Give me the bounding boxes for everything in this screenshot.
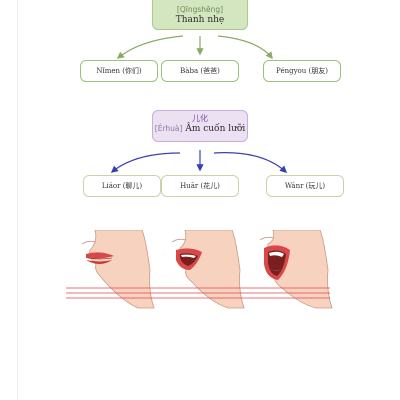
page-margin-line [17,0,18,400]
example-pengyou: Péngyou (朋友) [263,60,341,82]
erhua-pinyin: [Érhuà] [154,124,183,133]
example-huar: Huār (花儿) [161,175,239,197]
example-baba: Bàba (爸爸) [161,60,239,82]
example-wanr: Wánr (玩儿) [266,175,344,197]
mouth-closed-illustration [81,230,155,309]
arrow-to-liaor [110,152,181,173]
arrow-to-wanr [213,152,288,173]
neutral-tone-box: [Qīngshēng] Thanh nhẹ [152,0,248,30]
erhua-label-line: [Érhuà] Âm cuốn lưỡi [153,124,247,134]
neutral-tone-vietnamese: Thanh nhẹ [175,15,225,25]
neutral-tone-pinyin: [Qīngshēng] [176,5,224,14]
arrow-to-pengyou [217,35,273,60]
erhua-hanzi: 儿化 [192,114,208,123]
arrow-to-nimen [116,35,184,59]
guide-lines [66,287,330,299]
mouth-half-open-illustration [171,230,245,309]
erhua-box: 儿化 [Érhuà] Âm cuốn lưỡi [152,110,248,142]
example-liaor: Liáor (聊儿) [83,175,161,197]
example-nimen: Nǐmen (你们) [80,60,158,82]
erhua-vietnamese: Âm cuốn lưỡi [185,124,246,134]
mouth-illustrations [66,230,333,309]
mouth-wide-open-illustration [259,230,333,309]
